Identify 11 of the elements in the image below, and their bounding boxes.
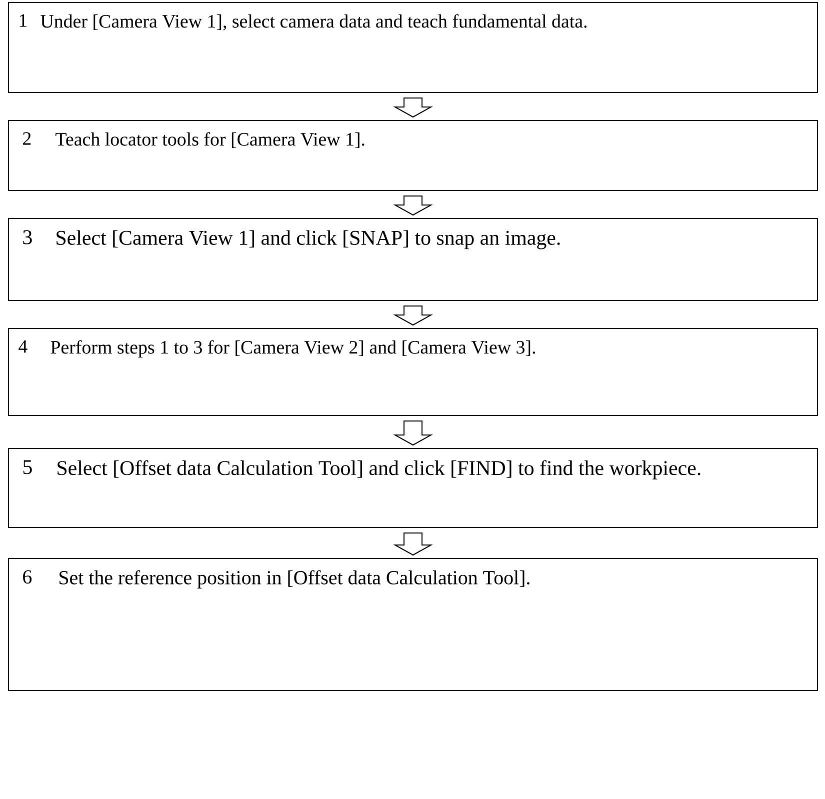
hollow-arrow [393,532,433,556]
hollow-arrow [393,306,433,326]
process-box: 6 Set the reference position in [Offset data Calculation Tool]. [8,558,818,691]
process-box: 2 Teach locator tools for [Camera View 1]. [8,120,818,191]
hollow-arrow [393,196,433,216]
process-box: 1 Under [Camera View 1], select camera data and teach fundamental data. [8,2,818,93]
hollow-arrow [393,98,433,118]
hollow-arrow [393,420,433,446]
process-box: 4 Perform steps 1 to 3 for [Camera View 2] and [Camera View 3]. [8,328,818,416]
process-box: 5 Select [Offset data Calculation Tool] and click [FIND] to find the workpiece. [8,448,818,528]
process-box: 3 Select [Camera View 1] and click [SNAP] to snap an image. [8,218,818,301]
